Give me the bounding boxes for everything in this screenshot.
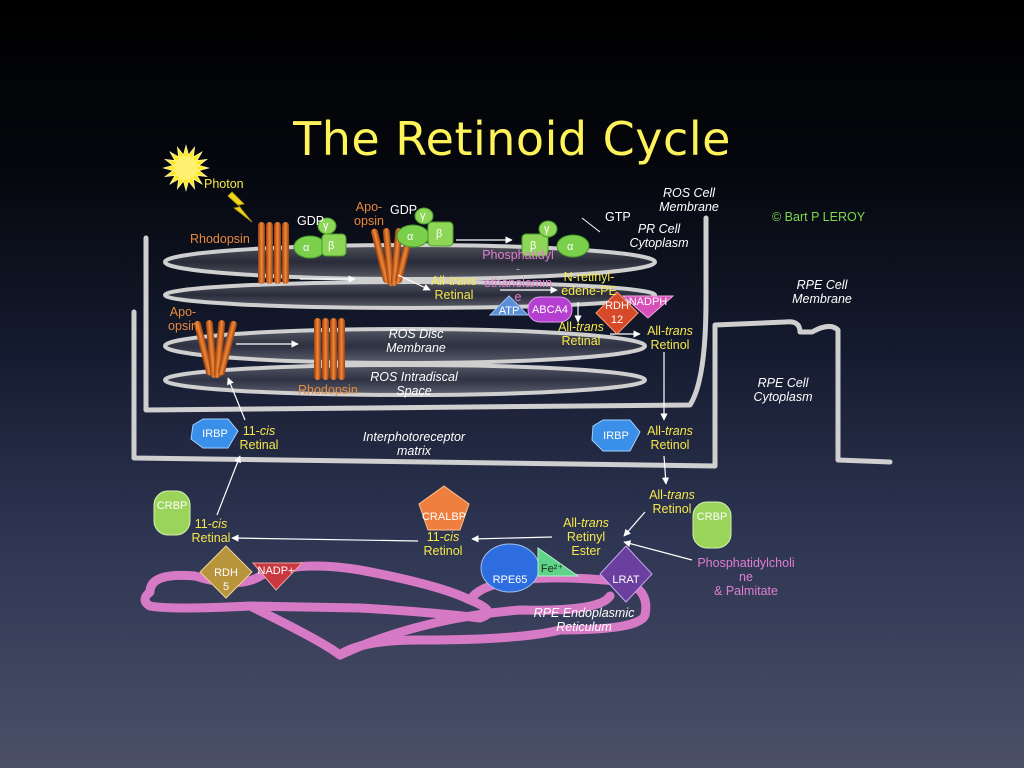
gamma-1: γ [323,220,329,232]
gamma-3: γ [544,223,550,235]
irbp-left-shape [190,418,239,449]
diagram-title: The Retinoid Cycle [293,112,731,166]
ros-cell-membrane [143,215,709,413]
crbp-right-shape [692,501,732,549]
copyright-text: © Bart P LEROY [772,210,866,224]
alpha-3: α [567,241,574,253]
lrat-label: LRAT [612,574,640,586]
alpha-1: α [303,242,310,254]
irbp-right-label: IRBP [603,430,629,442]
fe-label: Fe²⁺ [540,563,564,575]
irbp-right-shape [591,419,641,452]
sun-icon [162,144,210,192]
apo-opsin-left-label: Apo-opsin [168,305,198,333]
apo-opsin-top-label: Apo-opsin [354,200,384,228]
atp-shape [488,295,530,316]
gtp-label: GTP [605,210,631,224]
n-retinylidene-pe-label: N-retinyl-edene-PE [561,270,617,298]
nadph-shape [621,295,675,319]
rdh5-shape [199,545,253,599]
rhodopsin-top-label: Rhodopsin [190,232,250,246]
nadph-label: NADPH [628,296,668,308]
beta-3: β [530,240,537,252]
photon-label: Photon [204,177,244,191]
rdh12-shape [595,291,639,335]
rhodopsin-bottom-protein [314,318,345,380]
rpe-cell-membrane [131,309,893,469]
ros-disc-bottom [163,327,647,397]
er-lower-loop [335,591,615,660]
atp-label: ATP [498,305,520,317]
cralbp-label: CRALBP [421,511,467,523]
abca4-label: ABCA4 [531,304,569,316]
cralbp-shape [418,485,470,531]
crbp-left-label: CRBP [156,500,188,512]
transducin-2 [396,207,454,248]
irbp-left-label: IRBP [202,428,228,440]
gamma-2: γ [420,210,426,222]
arrows [216,217,693,561]
gdp-label-2: GDP [390,203,418,217]
transducin-1 [293,217,347,259]
alpha-2: α [407,231,414,243]
rhodopsin-bottom-label: Rhodopsin [298,383,358,397]
crbp-right-label: CRBP [696,511,728,523]
crbp-left-shape [153,490,191,536]
rpe65-label: RPE65 [492,574,528,586]
gdp-label-1: GDP [297,214,325,228]
lrat-shape [599,545,653,603]
nadp-shape [251,562,304,591]
nadp-label: NADP+ [257,565,295,577]
rhodopsin-top-protein [258,222,289,284]
abca4-shape [527,296,573,323]
apo-opsin-left-protein [194,320,237,378]
fe-shape [537,547,580,577]
lightning-icon [227,191,253,223]
transducin-3 [521,220,590,258]
beta-1: β [328,240,335,252]
beta-2: β [436,228,443,240]
